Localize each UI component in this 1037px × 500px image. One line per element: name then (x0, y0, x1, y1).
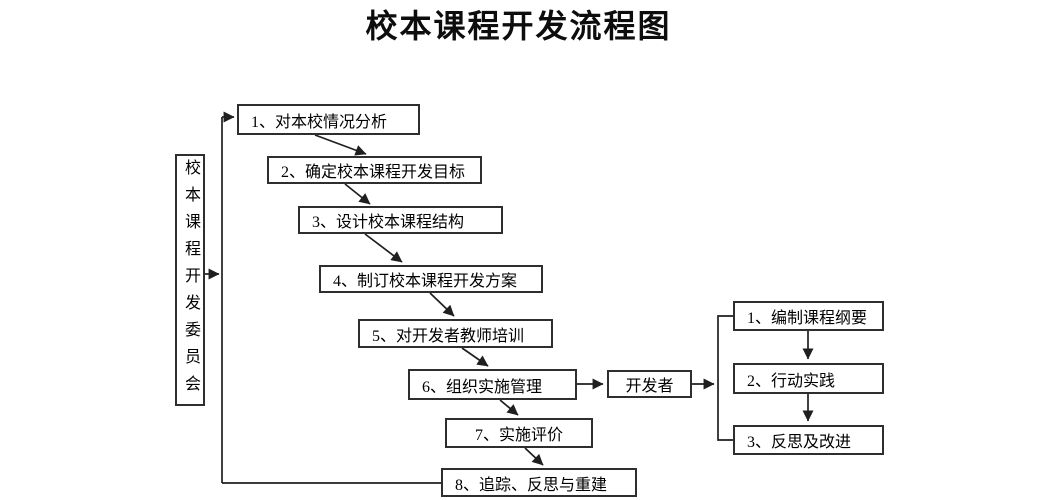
node-committee: 校本课程开发委员会 (175, 154, 205, 406)
node-step-3-label: 3、设计校本课程结构 (312, 214, 465, 231)
node-dev-step-2-label: 2、行动实践 (747, 372, 836, 390)
node-dev-step-1-label: 1、编制课程纲要 (747, 310, 868, 327)
node-committee-label: 校本课程开发委员会 (182, 158, 199, 402)
node-dev-step-3-label: 3、反思及改进 (747, 434, 852, 451)
node-step-2-define-goals: 2、确定校本课程开发目标 (267, 156, 482, 184)
node-dev-step-1-course-outline: 1、编制课程纲要 (733, 301, 884, 331)
node-dev-step-2-action-practice: 2、行动实践 (733, 363, 884, 394)
node-step-7-label: 7、实施评价 (475, 427, 564, 444)
diagram-title: 校本课程开发流程图 (365, 8, 672, 44)
node-step-5-label: 5、对开发者教师培训 (372, 327, 525, 345)
node-developer-label: 开发者 (625, 378, 674, 395)
node-step-8-tracking-rebuilding: 8、追踪、反思与重建 (441, 468, 637, 497)
node-step-8-label: 8、追踪、反思与重建 (455, 476, 608, 494)
node-step-2-label: 2、确定校本课程开发目标 (281, 164, 466, 181)
node-step-6-implementation-management: 6、组织实施管理 (408, 369, 577, 400)
node-dev-step-3-reflection-improvement: 3、反思及改进 (733, 425, 884, 455)
node-step-4-develop-plan: 4、制订校本课程开发方案 (319, 265, 543, 293)
node-step-3-design-structure: 3、设计校本课程结构 (298, 206, 503, 234)
node-step-1-situation-analysis: 1、对本校情况分析 (237, 104, 420, 135)
node-step-6-label: 6、组织实施管理 (422, 378, 543, 396)
node-step-1-label: 1、对本校情况分析 (251, 113, 388, 131)
node-step-7-evaluation: 7、实施评价 (445, 418, 593, 448)
node-step-4-label: 4、制订校本课程开发方案 (333, 273, 518, 290)
node-developer: 开发者 (607, 370, 692, 398)
node-step-5-teacher-training: 5、对开发者教师培训 (358, 319, 553, 348)
